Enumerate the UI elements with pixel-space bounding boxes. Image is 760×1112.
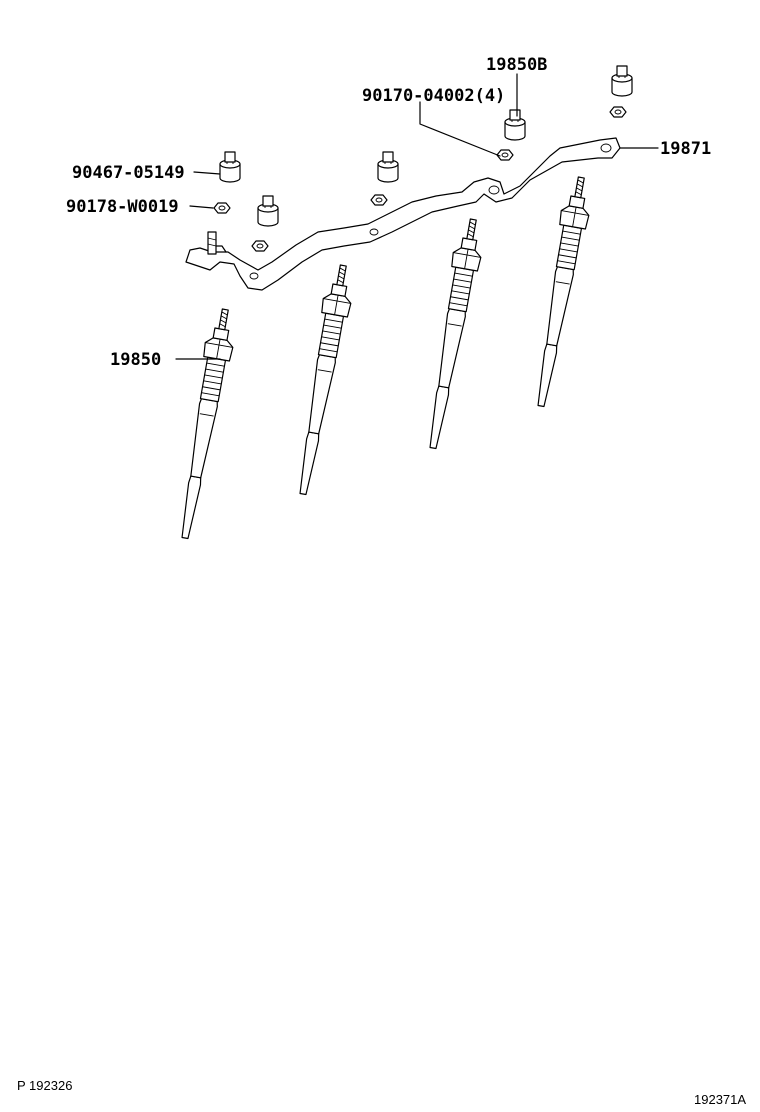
label-90467-05149: 90467-05149	[72, 163, 185, 183]
cap-nut-2	[377, 151, 399, 183]
hex-nut-2	[370, 194, 388, 206]
cap-nut-4	[611, 65, 633, 97]
hex-nut-left	[213, 202, 231, 214]
glow-plug-4	[526, 174, 596, 410]
cap-nut-left	[219, 151, 241, 183]
cap-nut-1	[257, 195, 279, 227]
hex-nut-3	[496, 149, 514, 161]
glow-plug-2	[288, 262, 358, 498]
leader-lines	[175, 73, 659, 360]
glow-plug-1	[170, 306, 240, 542]
hex-nut-4	[609, 106, 627, 118]
drawing-id: 192371A	[694, 1092, 746, 1107]
busbar-connector	[185, 137, 621, 291]
terminal-stud	[207, 231, 217, 255]
label-19871: 19871	[660, 139, 711, 159]
label-90170-04002: 90170-04002(4)	[362, 86, 505, 106]
label-19850B: 19850B	[486, 55, 547, 75]
page-reference: P 192326	[17, 1078, 72, 1093]
label-90178-W0019: 90178-W0019	[66, 197, 179, 217]
hex-nut-1	[251, 240, 269, 252]
label-19850: 19850	[110, 350, 161, 370]
cap-nut-3	[504, 109, 526, 141]
glow-plug-3	[418, 216, 488, 452]
